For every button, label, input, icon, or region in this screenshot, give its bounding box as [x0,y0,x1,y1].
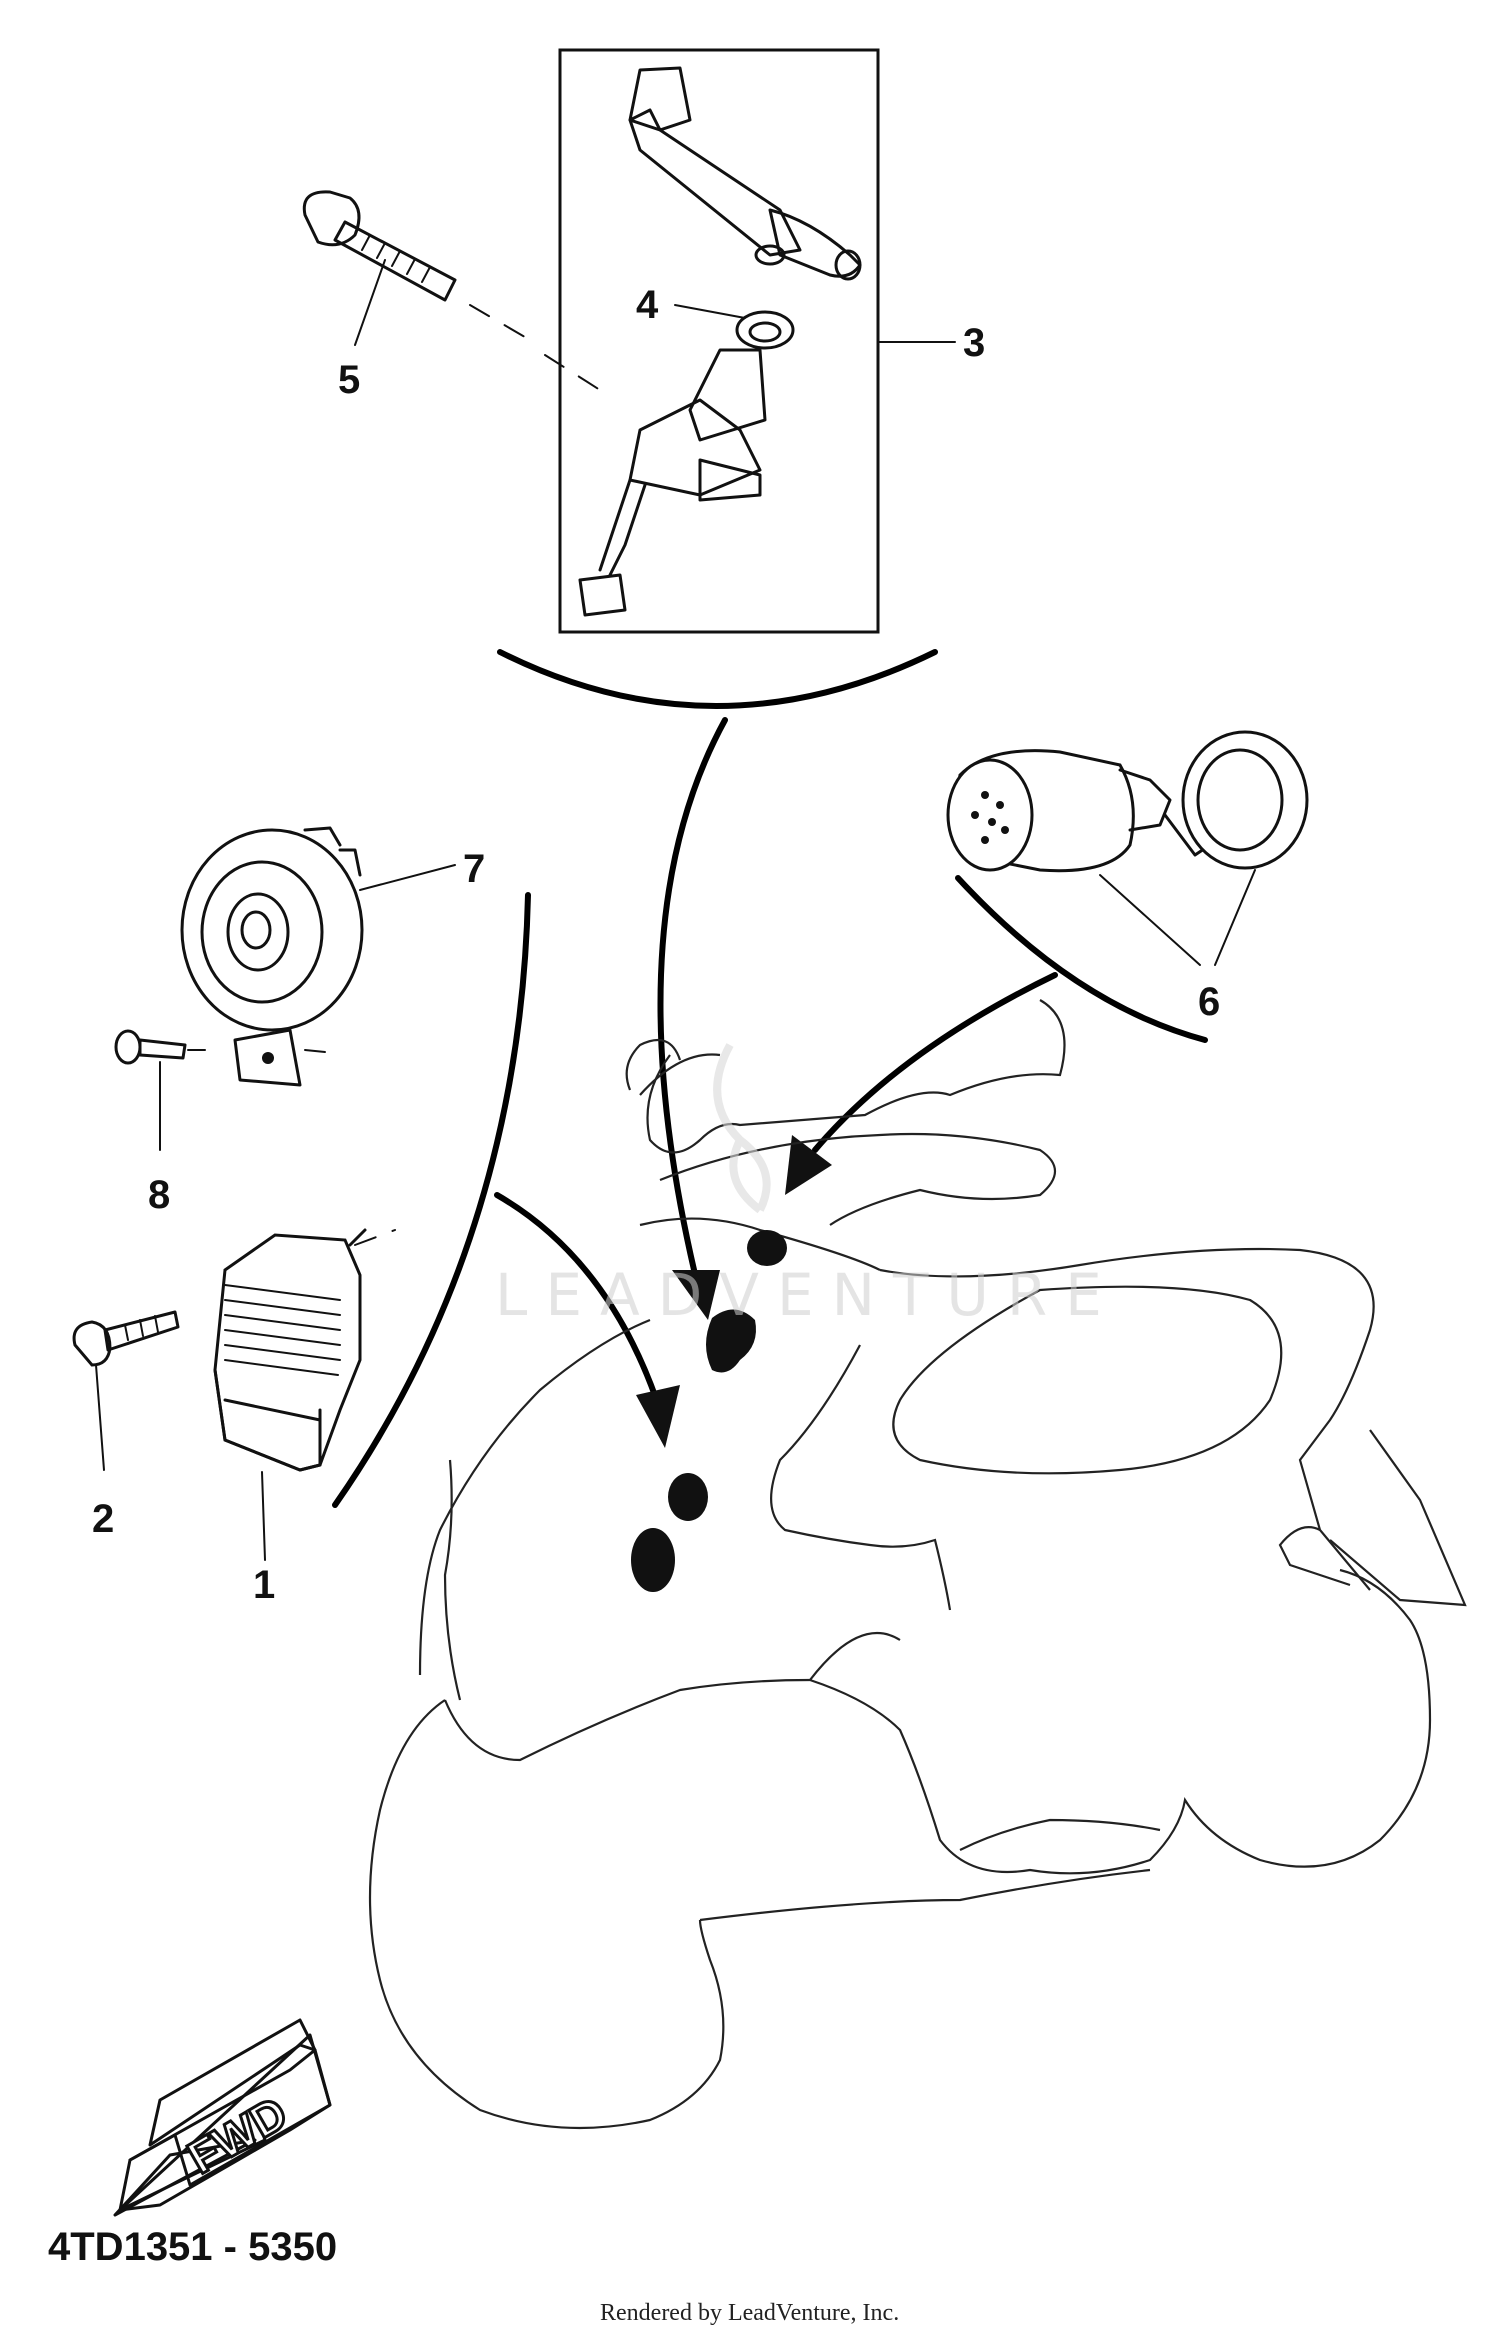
relay-part-6 [946,730,1309,873]
forward-direction-arrow: FWD [113,2018,332,2217]
key-cap-part [735,310,795,350]
callout-6: 6 [1198,980,1220,1024]
callout-2: 2 [92,1497,114,1541]
relay-location-arrow [812,972,1058,1153]
ignition-kit-group: 4 [558,48,880,634]
horn-part-7 [180,826,364,1087]
ignition-location-arrow [657,717,728,1298]
regulator-part-1 [213,1228,367,1472]
callout-4: 4 [636,283,659,327]
callout-8: 8 [148,1173,170,1217]
callout-5: 5 [338,358,360,402]
leadventure-watermark: LEADVENTURE [495,1043,1120,1329]
regulator-location-arrow [494,1192,663,1413]
left-location-arc [332,892,531,1508]
screw-part-8 [114,1029,206,1065]
main-switch-part [578,348,767,617]
ignition-location-arc [497,649,938,709]
steering-lock-part [628,66,862,281]
diagram-code: 4TD1351 - 5350 [48,2225,337,2269]
bolt-part-2 [72,1310,180,1367]
callout-3: 3 [963,321,985,365]
mounting-location-marks [631,1230,787,1592]
callout-7: 7 [463,847,485,891]
bolt-part-5 [302,190,457,302]
svg-text:LEADVENTURE: LEADVENTURE [495,1261,1120,1329]
right-location-arc [955,875,1208,1043]
callout-1: 1 [253,1563,275,1607]
motorcycle-outline [368,999,1467,2130]
footer-credit: Rendered by LeadVenture, Inc. [600,2300,899,2326]
